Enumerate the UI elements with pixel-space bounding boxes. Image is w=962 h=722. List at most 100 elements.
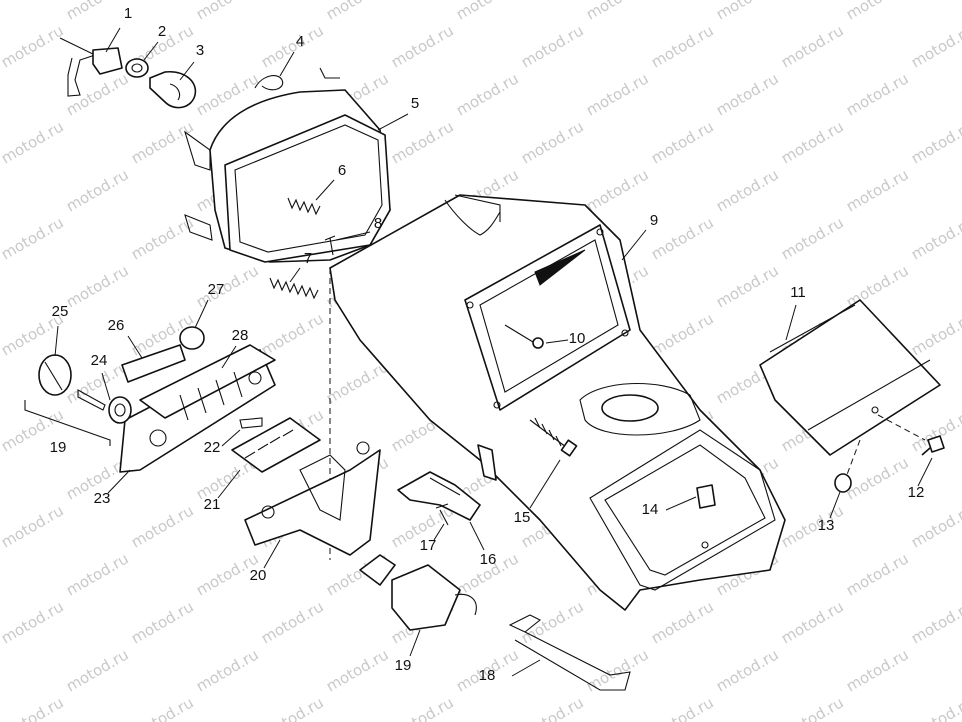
strap-18 — [508, 614, 631, 691]
watermark-text: motod.ru — [453, 0, 522, 23]
watermark-text: motod.ru — [713, 261, 782, 311]
leader-line — [221, 429, 241, 447]
knob-25 — [38, 354, 72, 396]
leader-line — [279, 51, 295, 77]
leader-line — [107, 469, 131, 494]
watermark-text: motod.ru — [778, 501, 847, 551]
part-number-label: 14 — [642, 501, 659, 518]
switch-16 — [397, 471, 481, 521]
part-number-label: 2 — [158, 23, 166, 40]
wing-screw — [921, 435, 945, 456]
watermark-text: motod.ru — [0, 357, 2, 407]
watermark-text: motod.ru — [713, 165, 782, 215]
watermark-text: motod.ru — [713, 645, 782, 695]
watermark-text: motod.ru — [0, 501, 67, 551]
watermark-text: motod.ru — [63, 69, 132, 119]
bracket-20 — [244, 441, 381, 556]
part-number-label: 15 — [514, 509, 531, 526]
watermark-text: motod.ru — [518, 693, 587, 722]
key-24 — [77, 389, 132, 424]
screw-17 — [435, 503, 449, 526]
leader-line — [545, 339, 569, 344]
leader-line — [335, 231, 371, 241]
grommet-27 — [179, 326, 205, 350]
leader-line — [54, 325, 59, 357]
leader-line — [194, 299, 209, 329]
watermark-text: motod.ru — [518, 597, 587, 647]
switch-block-21 — [231, 417, 321, 473]
connector-lower — [359, 554, 477, 631]
part-number-label: 11 — [790, 284, 806, 301]
watermark-text: motod.ru — [0, 453, 2, 503]
watermark-text: motod.ru — [908, 21, 962, 71]
watermark-text: motod.ru — [453, 69, 522, 119]
watermark-text: motod.ru — [63, 549, 132, 599]
screw-10 — [504, 324, 544, 349]
lid-panel — [759, 299, 941, 481]
leader-line — [409, 629, 421, 657]
spring-upper — [287, 197, 321, 216]
watermark-text: motod.ru — [63, 645, 132, 695]
watermark-text: motod.ru — [128, 693, 197, 722]
watermark-text: motod.ru — [908, 309, 962, 359]
watermark-text: motod.ru — [0, 549, 2, 599]
leader-line — [289, 267, 301, 283]
watermark-text: motod.ru — [388, 21, 457, 71]
watermark-text: motod.ru — [648, 117, 717, 167]
watermark-text: motod.ru — [843, 69, 912, 119]
leader-line — [221, 345, 237, 369]
leader-line — [433, 523, 445, 541]
leader-line — [785, 304, 797, 341]
watermark-text: motod.ru — [843, 549, 912, 599]
watermark-text: motod.ru — [583, 69, 652, 119]
part-number-label: 17 — [420, 537, 437, 554]
part-number-label: 21 — [204, 496, 221, 513]
watermark-text: motod.ru — [778, 213, 847, 263]
pin-22 — [239, 417, 263, 429]
watermark-text: motod.ru — [258, 597, 327, 647]
watermark-text: motod.ru — [0, 165, 2, 215]
bulb-socket-assembly — [59, 37, 197, 109]
part-number-label: 19 — [50, 439, 67, 456]
watermark-text: motod.ru — [843, 0, 912, 23]
connector-28 — [139, 344, 276, 421]
watermark-text: motod.ru — [648, 693, 717, 722]
watermark-text: motod.ru — [0, 21, 67, 71]
part-number-label: 25 — [52, 303, 69, 320]
leader-line — [105, 27, 121, 53]
watermark-text: motod.ru — [518, 117, 587, 167]
watermark-text: motod.ru — [908, 213, 962, 263]
part-number-label: 6 — [338, 162, 346, 179]
watermark-text: motod.ru — [843, 453, 912, 503]
part-number-label: 20 — [250, 567, 267, 584]
watermark-text: motod.ru — [0, 213, 67, 263]
part-number-label: 28 — [232, 327, 249, 344]
watermark-text: motod.ru — [908, 597, 962, 647]
watermark-text: motod.ru — [0, 0, 2, 23]
leader-lines — [54, 27, 933, 677]
washer — [834, 473, 852, 493]
watermark-text: motod.ru — [128, 117, 197, 167]
watermark-text: motod.ru — [258, 309, 327, 359]
leader-line — [217, 469, 241, 499]
part-number-label: 24 — [91, 352, 108, 369]
latch — [696, 484, 716, 509]
leader-line — [143, 41, 159, 61]
watermark-text: motod.ru — [0, 693, 67, 722]
part-number-label: 12 — [908, 484, 925, 501]
leader-line — [529, 459, 561, 509]
label-26 — [121, 344, 186, 383]
leader-line — [315, 179, 335, 201]
group-bracket-19 — [24, 400, 111, 446]
watermark-text: motod.ru — [778, 21, 847, 71]
part-number-label: 18 — [479, 667, 496, 684]
leader-line — [101, 372, 111, 401]
watermark-text: motod.ru — [583, 645, 652, 695]
leader-line — [179, 61, 195, 81]
watermark-text: motod.ru — [0, 261, 2, 311]
watermark-text: motod.ru — [648, 309, 717, 359]
leader-line — [917, 457, 933, 487]
watermark-text: motod.ru — [193, 645, 262, 695]
